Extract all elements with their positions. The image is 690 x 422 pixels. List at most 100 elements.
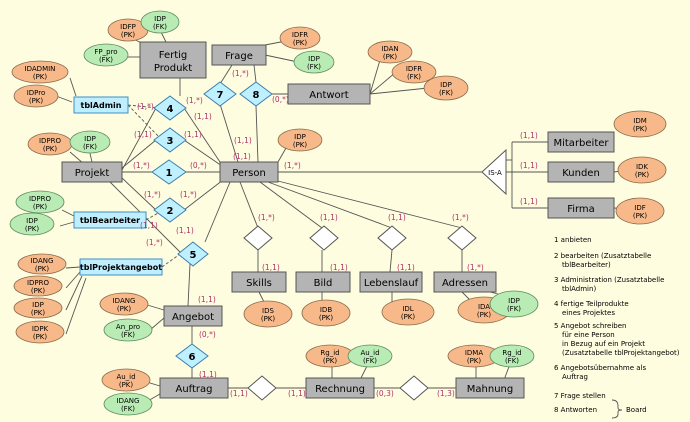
entity-projekt[interactable]: Projekt [61, 161, 123, 183]
svg-text:Antwort: Antwort [309, 90, 349, 101]
cardinality: (1,1) [520, 161, 538, 170]
svg-text:6: 6 [189, 352, 196, 363]
entity-bild[interactable]: Bild [295, 271, 351, 293]
svg-text:2: 2 [167, 206, 174, 217]
cardinality: (1,1) [320, 213, 338, 222]
relationship-3[interactable]: 3 [153, 127, 187, 153]
attribute-name: IDB [320, 306, 332, 314]
svg-text:Bild: Bild [314, 278, 333, 289]
attribute-idp: IDP(FK) [489, 290, 539, 318]
attribute-key: (FK) [505, 357, 519, 365]
attribute-name: IDANG [31, 257, 54, 265]
relationship-1[interactable]: 1 [151, 159, 187, 185]
cardinality: (1,*) [467, 263, 484, 272]
attribute-rg-id: Rg_id(PK) [305, 344, 355, 368]
attribute-key: (PK) [119, 381, 134, 389]
relationship-6[interactable]: 6 [175, 343, 209, 369]
attribute-key: (FK) [99, 56, 113, 64]
cardinality: (1,*) [180, 190, 197, 199]
entity-person[interactable]: Person [219, 161, 279, 183]
attribute-ellipses: IDFP(PK)IDP(FK)FP_pro(FK)IDFR(PK)IDP(FK)… [9, 10, 667, 416]
svg-text:8: 8 [253, 90, 260, 101]
legend-entry-3: 3 Administration (Zusatztabelle [554, 276, 664, 284]
attribute-key: (FK) [363, 357, 377, 365]
relationship-5[interactable]: 5 [177, 241, 209, 267]
cardinality-labels: (1,*) (1,*) (1,1) (1,1) (1,*) (0,*) (1,1… [133, 69, 538, 398]
svg-text:Skills: Skills [246, 278, 272, 289]
attribute-name: IDP [440, 81, 452, 89]
relationship-auftrag-rechnung[interactable] [247, 375, 277, 401]
legend-entry-5: 5 Angebot schreiben [554, 322, 626, 330]
attribute-key: (PK) [635, 171, 650, 179]
entity-firma[interactable]: Firma [547, 197, 615, 219]
svg-text:7: 7 [217, 90, 224, 101]
attribute-name: IDAN [381, 45, 398, 53]
attribute-name: Rg_id [502, 349, 521, 357]
legend-entry-7: 7 Frage stellen [554, 392, 606, 400]
attribute-key: (FK) [307, 63, 321, 71]
svg-text:Kunden: Kunden [562, 168, 600, 179]
entity-adressen[interactable]: Adressen [433, 271, 497, 293]
cardinality: (1,1) [520, 197, 538, 206]
relationship-4[interactable]: 4 [153, 95, 187, 121]
relationship-skills[interactable] [243, 225, 273, 251]
relationship-7[interactable]: 7 [203, 81, 237, 107]
relationship-2[interactable]: 2 [153, 197, 187, 223]
attribute-idp: IDP(FK) [423, 75, 469, 101]
helper-table-tblbearbeiter[interactable]: tblBearbeiter [73, 211, 147, 229]
legend-entry-2: 2 bearbeiten (Zusatztabelle [554, 252, 651, 260]
attribute-key: (FK) [507, 305, 521, 313]
entity-angebot[interactable]: Angebot [163, 305, 223, 327]
entity-frage[interactable]: Frage [211, 44, 267, 66]
entity-kunden[interactable]: Kunden [547, 161, 615, 183]
attribute-idl: IDL(PK) [381, 298, 435, 326]
attribute-name: IDPK [32, 325, 49, 333]
attribute-key: (PK) [121, 31, 136, 39]
helper-table-tbladmin[interactable]: tblAdmin [73, 96, 129, 114]
attribute-idp: IDP(PK) [277, 128, 323, 152]
attribute-name: IDFR [406, 65, 422, 73]
attribute-idang: IDANG(FK) [103, 392, 153, 416]
attribute-name: IDADMIN [25, 65, 56, 73]
attribute-idp: IDP(PK) [9, 212, 55, 236]
svg-text:5: 5 [190, 250, 197, 261]
attribute-name: IDMA [465, 349, 483, 357]
attribute-name: IDP [294, 133, 306, 141]
attribute-idfr: IDFR(FK) [391, 60, 437, 84]
cardinality: (1,3) [437, 389, 455, 398]
legend-entry-4: 4 fertige Teilprodukte [554, 300, 629, 308]
svg-text:Auftrag: Auftrag [175, 384, 212, 395]
attribute-idfr: IDFR(PK) [279, 26, 321, 50]
relationship-lebenslauf[interactable] [377, 225, 407, 251]
helper-table-tblprojektangebot[interactable]: tblProjektangebot [79, 258, 163, 276]
entity-mitarbeiter[interactable]: Mitarbeiter [547, 131, 615, 153]
entity-rechnung[interactable]: Rechnung [305, 377, 375, 399]
entity-lebenslauf[interactable]: Lebenslauf [359, 271, 423, 293]
relationship-adressen[interactable] [447, 225, 477, 251]
entity-auftrag[interactable]: Auftrag [159, 377, 229, 399]
cardinality: (1,1) [184, 130, 202, 139]
relationship-rechnung-mahnung[interactable] [399, 375, 429, 401]
cardinality: (0,*) [190, 161, 207, 170]
svg-text:4: 4 [167, 104, 174, 115]
attribute-idk: IDK(PK) [617, 156, 667, 184]
attribute-name: IDF [634, 204, 645, 212]
attribute-idpro: IDPro(PK) [13, 84, 59, 108]
svg-text:Lebenslauf: Lebenslauf [364, 278, 419, 289]
entity-antwort[interactable]: Antwort [287, 83, 371, 105]
attribute-key: (PK) [383, 53, 398, 61]
attribute-key: (PK) [31, 309, 46, 317]
entity-mahnung[interactable]: Mahnung [455, 377, 525, 399]
legend-entry-8: 8 Antworten [554, 406, 597, 414]
relationship-8[interactable]: 8 [239, 81, 273, 107]
relationship-bild[interactable] [309, 225, 339, 251]
legend-entry-2: tblBearbeiter) [562, 261, 611, 269]
attribute-key: (PK) [293, 141, 308, 149]
svg-text:Produkt: Produkt [154, 63, 192, 74]
attribute-key: (PK) [323, 357, 338, 365]
entity-skills[interactable]: Skills [231, 271, 287, 293]
cardinality: (1,1) [198, 295, 216, 304]
